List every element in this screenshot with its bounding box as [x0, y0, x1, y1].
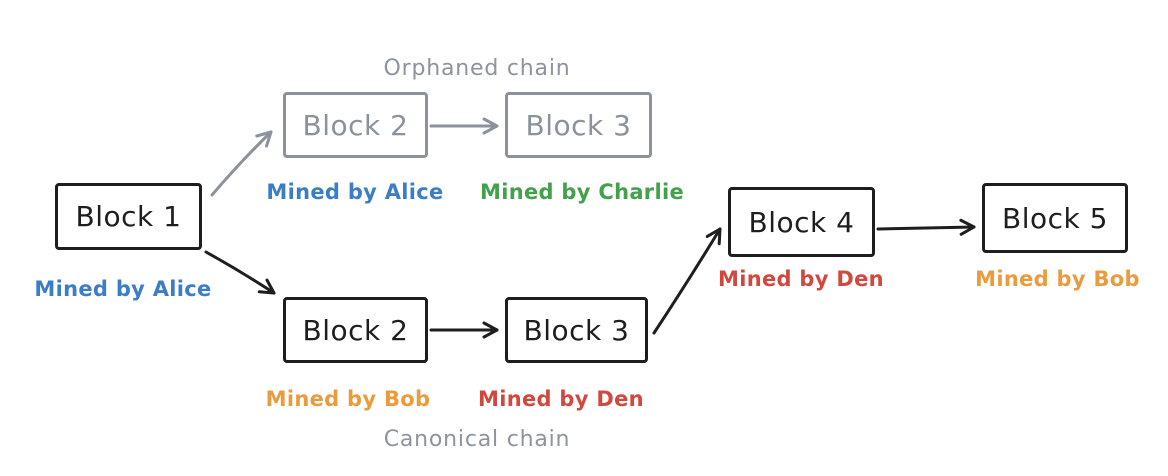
canonical-block-3-title: Block 3 [523, 313, 630, 347]
block-1-miner-label: Mined by Alice [34, 277, 212, 301]
block-1-title: Block 1 [75, 200, 182, 233]
orphan-block-3: Block 3 [505, 92, 652, 158]
canonical-block-2-title: Block 2 [302, 313, 409, 347]
orphan-block-2: Block 2 [283, 92, 428, 158]
block-5: Block 5 [982, 183, 1128, 253]
canonical-block-3: Block 3 [505, 297, 648, 363]
block-5-title: Block 5 [1002, 201, 1108, 235]
orphaned-chain-label: Orphaned chain [383, 56, 571, 81]
orphan-block-2-title: Block 2 [302, 108, 409, 142]
arrow-block4-to-block5 [876, 218, 976, 236]
arrow-block1-to-canonical-block2 [204, 250, 276, 295]
canonical-block-2: Block 2 [283, 297, 428, 363]
block-5-miner-label: Mined by Bob [975, 267, 1140, 291]
canonical-chain-label: Canonical chain [383, 427, 571, 452]
orphan-block-3-miner-label: Mined by Charlie [480, 180, 684, 204]
orphan-block-3-title: Block 3 [525, 108, 632, 142]
orphan-block-2-miner-label: Mined by Alice [266, 180, 444, 204]
canonical-block-2-miner-label: Mined by Bob [265, 387, 431, 411]
block-4: Block 4 [728, 187, 875, 257]
arrow-block1-to-orphan-block2 [210, 130, 273, 197]
block-1: Block 1 [55, 183, 202, 250]
canonical-block-3-miner-label: Mined by Den [478, 387, 644, 411]
block-4-miner-label: Mined by Den [718, 267, 884, 291]
block-4-title: Block 4 [748, 205, 855, 239]
arrow-canonical-block3-to-block4 [652, 227, 722, 335]
